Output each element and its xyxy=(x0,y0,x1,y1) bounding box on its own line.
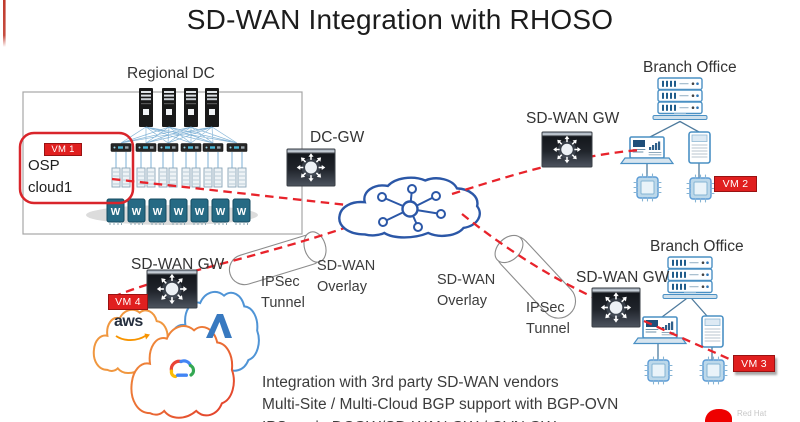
cpu-chip-icon xyxy=(644,356,673,385)
branch-rack-icon xyxy=(663,257,717,299)
spine-server-icon xyxy=(139,88,153,127)
label-dc-gw: DC-GW xyxy=(310,129,365,146)
azure-logo-icon xyxy=(206,314,232,338)
edge-device-icon xyxy=(688,131,711,164)
leaf-switch-icon xyxy=(180,143,202,152)
branch-links xyxy=(646,120,700,179)
note-line: Multi-Site / Multi-Cloud BGP support wit… xyxy=(262,396,619,414)
multicloud-group xyxy=(92,290,261,420)
cpu-chip-icon xyxy=(699,356,728,385)
note-line: Integration with 3rd party SD-WAN vendor… xyxy=(262,374,559,391)
vm3-badge: VM 3 xyxy=(733,355,775,372)
label-ipsec-tunnel-right: IPSec Tunnel xyxy=(526,300,570,337)
workload-letter: W xyxy=(237,207,247,218)
workstation-icon xyxy=(633,316,687,345)
workload-letter: W xyxy=(174,207,184,218)
aws-swoosh-arrow xyxy=(144,333,150,340)
notes-block: Integration with 3rd party SD-WAN vendor… xyxy=(262,372,618,422)
branch-office-top-group xyxy=(620,78,715,203)
overlay-link-cloud-to-branch-top xyxy=(451,148,641,196)
vm2-badge: VM 2 xyxy=(714,176,757,192)
branch-office-bottom-group xyxy=(633,257,728,385)
branch-links xyxy=(657,298,713,361)
vm1-highlight-outline xyxy=(18,131,135,205)
sdwan-gw-right-icon xyxy=(591,287,641,328)
label-sdwan-overlay-right: SD-WAN Overlay xyxy=(437,272,496,309)
branch-rack-icon xyxy=(653,78,707,120)
switch-rack-links xyxy=(115,152,243,168)
vm1-badge: VM 1 xyxy=(44,143,82,156)
ipsec-tunnel-right-icon xyxy=(494,234,577,319)
label-regional-dc: Regional DC xyxy=(127,65,215,82)
sdwan-gw-left-icon xyxy=(146,269,198,309)
wan-cloud-group xyxy=(337,175,482,240)
workload-letter: W xyxy=(195,207,205,218)
vm4-badge: VM 4 xyxy=(108,294,148,310)
leaf-switch-icon xyxy=(135,143,157,152)
redhat-logo-icon xyxy=(705,409,732,422)
leaf-switch-icon xyxy=(202,143,224,152)
fabric-mesh-lines xyxy=(120,126,238,144)
label-ipsec-tunnel-left: IPSec Tunnel xyxy=(261,274,305,311)
workload-letter: W xyxy=(216,207,226,218)
leaf-switch-icon xyxy=(226,143,248,152)
ipsec-tunnel-left-icon xyxy=(228,231,327,286)
aws-swoosh-icon xyxy=(115,334,147,342)
leaf-switch-icon xyxy=(157,143,179,152)
regional-dc-group: W W W W W W W xyxy=(18,88,303,235)
sdwan-gw-top-icon xyxy=(541,131,593,168)
redhat-brand-text: Red Hat xyxy=(737,409,767,418)
page-title: SD-WAN Integration with RHOSO xyxy=(186,4,614,35)
label-branch-office-top: Branch Office xyxy=(643,59,737,76)
gcloud-logo-icon xyxy=(169,359,196,379)
cpu-chip-icon xyxy=(686,174,715,203)
label-sdwan-overlay-left: SD-WAN Overlay xyxy=(317,258,376,295)
spine-server-icon xyxy=(162,88,176,127)
note-line: IPSec via DCGW/SD-WAN GW / OVN GW xyxy=(262,417,618,422)
workload-letter: W xyxy=(111,207,121,218)
label-sdwan-gw-top: SD-WAN GW xyxy=(526,110,620,127)
label-osp-cloud: OSP cloud1 xyxy=(28,157,73,196)
label-sdwan-gw-right: SD-WAN GW xyxy=(576,269,670,286)
overlay-link-mcloud-to-cloud xyxy=(112,220,363,299)
overlay-link-gw-right-to-vm3 xyxy=(643,319,737,364)
label-sdwan-gw-left: SD-WAN GW xyxy=(131,256,225,273)
accent-bar xyxy=(3,0,6,47)
edge-device-icon xyxy=(701,315,724,348)
workload-letter: W xyxy=(153,207,163,218)
spine-server-icon xyxy=(184,88,198,127)
overlay-link-cloud-to-gw-right xyxy=(461,213,598,301)
spine-server-icon xyxy=(205,88,219,127)
label-branch-office-bottom: Branch Office xyxy=(650,238,744,255)
aws-logo-text: aws xyxy=(114,313,143,330)
network-hub-icon xyxy=(377,184,446,232)
workload-letter: W xyxy=(132,207,142,218)
cpu-chip-icon xyxy=(633,173,662,202)
dc-gw-icon xyxy=(286,148,336,187)
leaf-switch-icon xyxy=(110,143,132,152)
